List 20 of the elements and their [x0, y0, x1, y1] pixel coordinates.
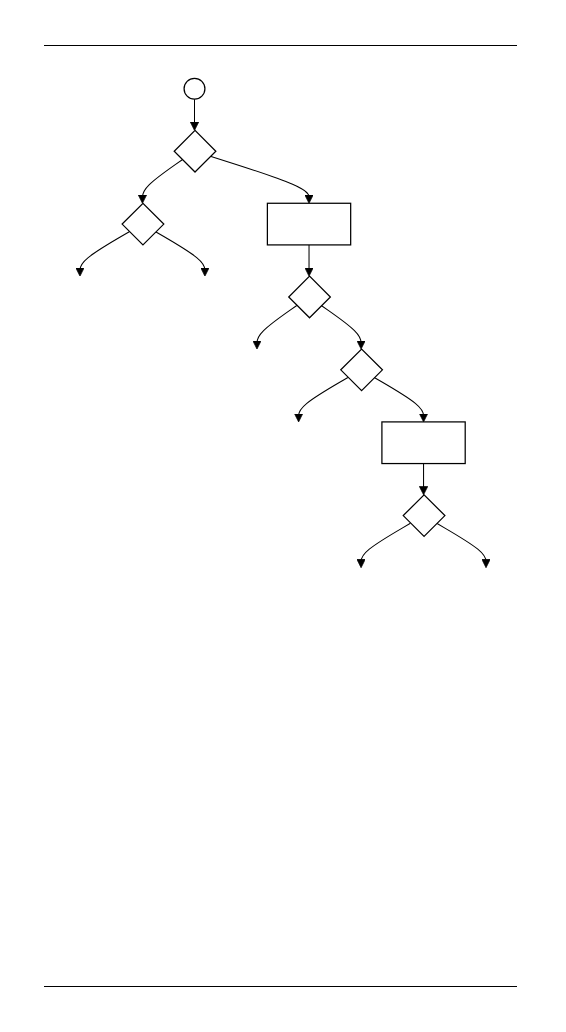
node-circle: [183, 77, 206, 100]
arrow: [155, 231, 210, 277]
node-diamond: [339, 348, 384, 392]
arrow: [356, 522, 411, 569]
arrow: [373, 377, 429, 423]
node-diamond: [121, 202, 165, 246]
arrow: [294, 377, 349, 423]
arrow: [189, 98, 200, 131]
arrow: [304, 244, 314, 277]
node-diamond: [402, 493, 446, 538]
node-box: [266, 202, 352, 246]
arrow: [75, 231, 130, 277]
arrow: [436, 522, 491, 569]
arrow: [137, 159, 183, 204]
node-box: [381, 421, 466, 465]
arrow: [209, 155, 314, 204]
arrow: [252, 305, 298, 350]
node-diamond: [287, 275, 332, 319]
arrow: [418, 463, 429, 496]
node-diamond: [173, 129, 217, 173]
